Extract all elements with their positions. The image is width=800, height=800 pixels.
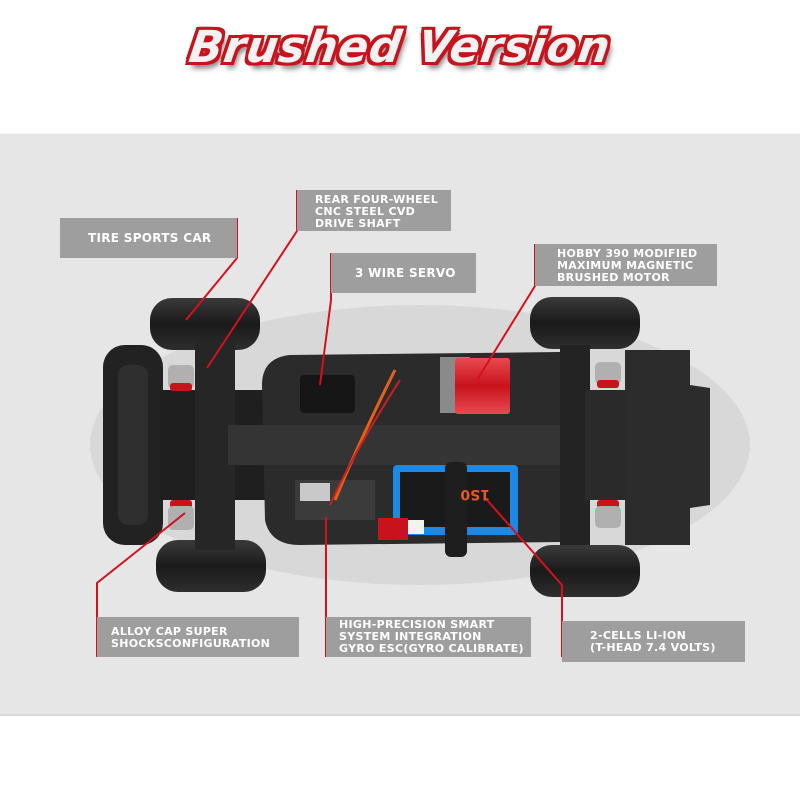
callout-text: TIRE SPORTS CAR: [88, 231, 212, 245]
callout-tire-sports-car: TIRE SPORTS CAR: [60, 218, 237, 258]
callout-text: REAR FOUR-WHEEL CNC STEEL CVD DRIVE SHAF…: [315, 193, 439, 230]
callout-text: HOBBY 390 MODIFIED MAXIMUM MAGNETIC BRUS…: [557, 247, 698, 284]
callout-text: 3 WIRE SERVO: [355, 266, 456, 280]
callout-esc: HIGH-PRECISION SMART SYSTEM INTEGRATION …: [326, 617, 531, 657]
callout-shocks: ALLOY CAP SUPER SHOCKSCONFIGURATION: [97, 617, 299, 657]
svg-text:1S0: 1S0: [460, 486, 490, 502]
callout-text: 2-CELLS LI-ION (T-HEAD 7.4 VOLTS): [590, 629, 716, 654]
callout-drive-shaft: REAR FOUR-WHEEL CNC STEEL CVD DRIVE SHAF…: [297, 190, 451, 231]
callout-text: HIGH-PRECISION SMART SYSTEM INTEGRATION …: [339, 618, 524, 655]
callout-battery: 2-CELLS LI-ION (T-HEAD 7.4 VOLTS): [562, 621, 745, 662]
callout-servo: 3 WIRE SERVO: [331, 253, 476, 293]
callout-motor: HOBBY 390 MODIFIED MAXIMUM MAGNETIC BRUS…: [535, 244, 717, 286]
callout-text: ALLOY CAP SUPER SHOCKSCONFIGURATION: [111, 625, 271, 650]
